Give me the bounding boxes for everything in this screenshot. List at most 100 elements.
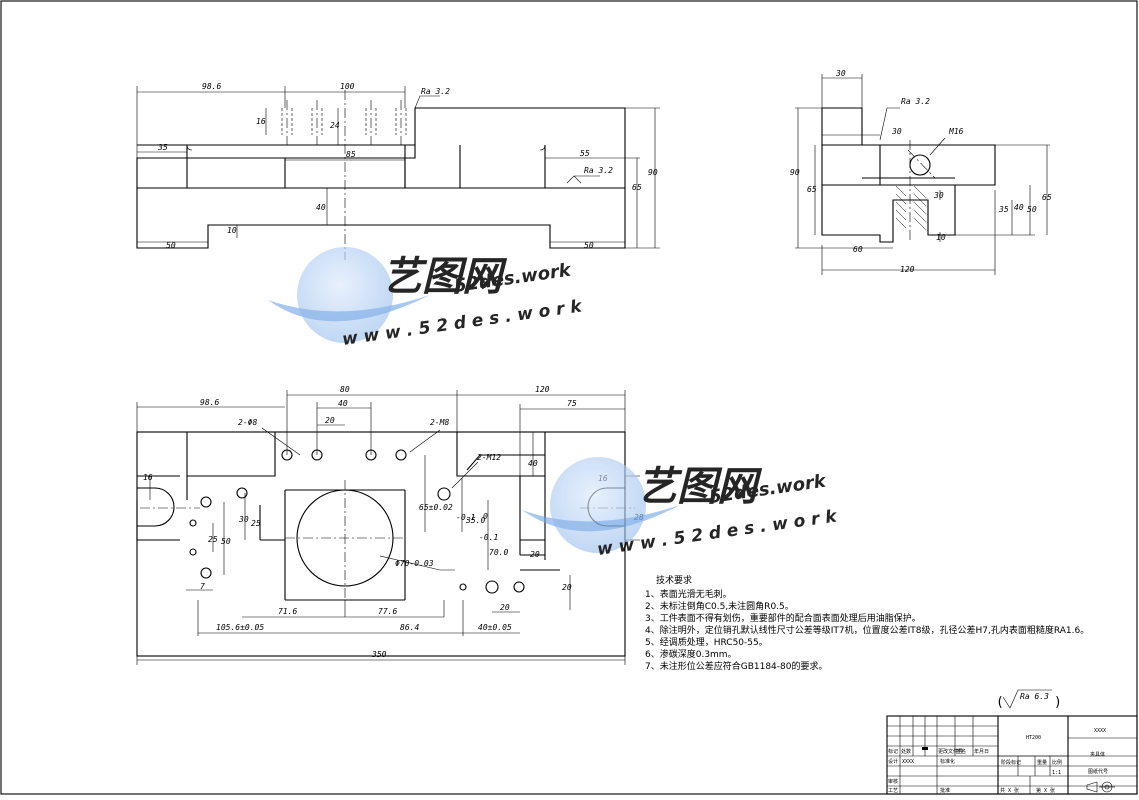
dim-label: 7 <box>200 582 205 591</box>
tb-cell: 标准化 <box>940 758 955 765</box>
side-view-hatch <box>895 185 927 231</box>
dim-label: 40 <box>1014 203 1024 212</box>
part-name-label: 夹具体 <box>1090 751 1105 758</box>
top-view: 80 120 98.6 40 75 20 2-Φ8 2-M8 2-M12 16 … <box>136 385 644 665</box>
dim-label: 70.0 <box>489 548 508 557</box>
dim-label: 50 <box>584 241 594 250</box>
dim-label: 35 <box>998 205 1009 214</box>
globe-icon <box>522 457 680 553</box>
globe-icon <box>268 247 430 343</box>
tb-cell: 批准 <box>940 787 950 794</box>
dim-label: 24 <box>330 121 340 130</box>
tech-item: 3、工件表面不得有划伤，重要部件的配合面表面处理后用油脂保护。 <box>645 612 921 624</box>
tb-cell: 比例 <box>1052 759 1062 766</box>
hole-callout: 2-Φ8 <box>238 418 257 427</box>
watermark-1: 艺图网 52des.work w w w . 5 2 d e s . w o r… <box>268 247 585 350</box>
dim-label: 16 <box>143 473 153 482</box>
tb-cell: 审核 <box>888 778 898 785</box>
side-view-dimension-lines <box>795 74 1050 275</box>
dim-label: 40±0.05 <box>478 623 512 632</box>
roughness-label: Ra 3.2 <box>901 97 930 106</box>
dim-label: M16 <box>948 127 964 136</box>
dim-label: 50 <box>166 241 176 250</box>
tech-item: 5、经调质处理，HRC50-55。 <box>645 636 768 648</box>
watermark-brand: 艺图网 <box>637 464 763 510</box>
dim-label: 30 <box>933 191 944 200</box>
dim-label: 0 <box>483 512 488 521</box>
dim-label: 100 <box>340 82 355 91</box>
dim-label: 30 <box>238 515 249 524</box>
roughness-label: Ra 3.2 <box>421 87 450 96</box>
tech-item: 6、渗碳深度0.3mm。 <box>645 648 737 660</box>
front-view-dimension-lines <box>136 86 660 249</box>
dim-label: 30 <box>891 127 902 136</box>
tb-cell: 阶段标记 <box>1001 759 1021 766</box>
watermark-brand: 艺图网 <box>382 254 508 300</box>
tb-cell: 更改文件号 <box>938 748 963 755</box>
tech-item: 2、未标注倒角C0.5,未注圆角R0.5。 <box>645 600 794 612</box>
dim-label: 71.6 <box>278 607 297 616</box>
projection-symbol-icon <box>1086 781 1115 793</box>
company-label: XXXX <box>1094 728 1106 734</box>
tb-cell: 处数 <box>901 748 911 755</box>
tech-item: 1、表面光滑无毛刺。 <box>645 588 732 600</box>
tb-cell: 标记 <box>888 748 898 755</box>
dim-label: 98.6 <box>200 398 219 407</box>
dim-label: -0.1 <box>456 513 475 522</box>
dim-label: 10 <box>936 233 946 242</box>
front-view: 98.6 100 Ra 3.2 16 24 85 35 55 Ra 3.2 65… <box>136 82 660 260</box>
dim-label: 85 <box>346 150 356 159</box>
dim-label: 50 <box>221 537 231 546</box>
top-view-dimension-labels: 80 120 98.6 40 75 20 2-Φ8 2-M8 2-M12 16 … <box>143 385 644 659</box>
dim-label: 65 <box>1042 193 1052 202</box>
tb-cell: 设计 <box>888 758 898 765</box>
dim-label: 60 <box>853 245 863 254</box>
top-view-outline <box>136 431 635 657</box>
roughness-label: Ra 3.2 <box>584 166 613 175</box>
paren-open: ( <box>996 695 1004 710</box>
dim-label: 65 <box>807 185 817 194</box>
dim-label: 75 <box>567 399 577 408</box>
front-view-dimension-labels: 98.6 100 Ra 3.2 16 24 85 35 55 Ra 3.2 65… <box>157 82 658 250</box>
side-view-outline <box>821 107 996 243</box>
watermark-2: 艺图网 52des.work w w w . 5 2 d e s . w o r… <box>522 457 840 560</box>
tb-cell: XXXX <box>902 759 914 765</box>
dim-label: 65±0.02 <box>419 503 453 512</box>
dim-label: 35 <box>157 143 168 152</box>
dim-label: 55 <box>580 149 590 158</box>
dim-label: 77.6 <box>378 607 397 616</box>
general-roughness-symbol: ( Ra 6.3 ) <box>996 689 1062 710</box>
tech-item: 4、除注明外，定位销孔默认线性尺寸公差等级IT7机，位置度公差IT8级，孔径公差… <box>645 624 1089 636</box>
hole-callout: 2-M8 <box>430 418 449 427</box>
tb-cell: 重量 <box>1037 759 1047 766</box>
technical-requirements: 技术要求 1、表面光滑无毛刺。 2、未标注倒角C0.5,未注圆角R0.5。 3、… <box>645 574 1089 672</box>
dim-label: 90 <box>790 168 800 177</box>
roughness-value: Ra 6.3 <box>1020 692 1049 701</box>
tech-item: 7、未注形位公差应符合GB1184-80的要求。 <box>645 660 827 672</box>
dim-label: Φ70-0.03 <box>395 559 434 568</box>
dim-label: 20 <box>530 550 540 559</box>
dim-label: 90 <box>648 168 658 177</box>
scale-label: 1:1 <box>1052 770 1061 776</box>
tb-cell: 年月日 <box>974 748 989 755</box>
dim-label: -0.1 <box>479 533 498 542</box>
dim-label: 50 <box>1027 205 1037 214</box>
dim-label: 86.4 <box>400 623 419 632</box>
title-block: HT200 XXXX 夹具体 标记 处数 更改文件号 签名 年月日 设计 XXX… <box>886 715 1138 795</box>
dim-label: 105.6±0.05 <box>216 623 264 632</box>
dim-label: 80 <box>340 385 350 394</box>
dim-label: 20 <box>562 583 572 592</box>
dim-label: 40 <box>338 399 348 408</box>
dim-label: 40 <box>528 459 538 468</box>
dim-label: 25 <box>208 535 218 544</box>
tb-cell: 工艺 <box>888 788 898 794</box>
dim-label: 120 <box>535 385 550 394</box>
dim-label: 10 <box>227 226 237 235</box>
drawing-no-label: 图纸代号 <box>1088 768 1108 775</box>
dim-label: 120 <box>900 265 915 274</box>
side-view: 30 Ra 3.2 30 M16 90 65 30 35 40 50 65 10… <box>790 69 1052 275</box>
dim-label: 35.0 <box>465 516 485 525</box>
